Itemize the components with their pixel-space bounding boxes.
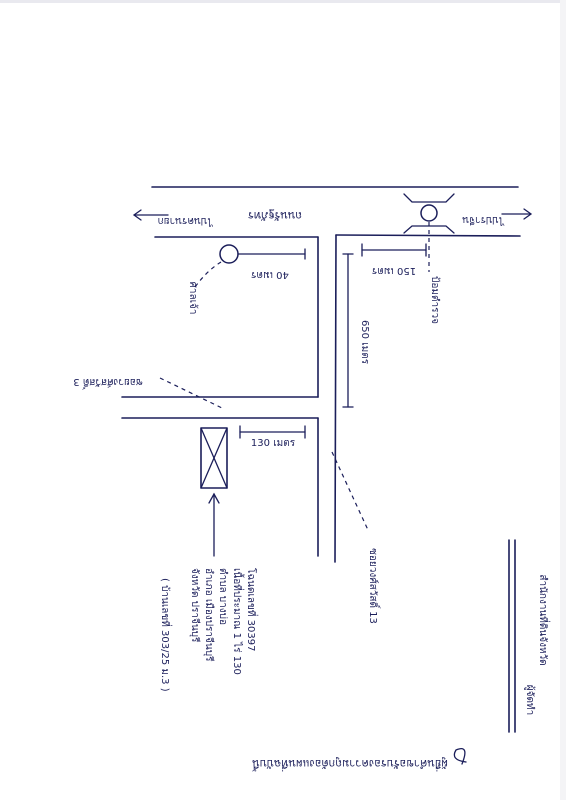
signature-mark — [453, 747, 467, 765]
shrine-leader — [192, 261, 222, 291]
arrow-left-icon — [132, 209, 169, 221]
scan-edge — [0, 0, 566, 3]
plot-pointer-head — [208, 492, 220, 504]
soi-13-label: ซอยวงศ์สวัสดิ์ 13 — [367, 548, 381, 624]
signature-text: ผู้ยื่นคำขอรับรองความถูกต้องแผนที่ฉบับนี… — [252, 757, 448, 772]
police-box-icon — [420, 204, 438, 222]
road-name-label: ถนนรัฐภัทร — [248, 209, 302, 222]
dist-150-label: 150 เมตร — [371, 265, 416, 276]
scan-edge-right — [560, 0, 566, 800]
police-box-mark-top — [403, 193, 455, 203]
to-left-label: ไปนครนายก — [158, 215, 214, 227]
dist-650-label: 650 เมตร — [359, 320, 370, 365]
plot-line-1: โฉนดเลขที่ 30397 — [245, 568, 259, 651]
plot-line-5: จังหวัด ปราจีนบุรี — [189, 568, 201, 643]
dist-130-label: 130 เมตร — [251, 438, 296, 449]
plot-line-3: ตำบล บางบ่อ — [217, 568, 228, 625]
plot-icon — [200, 427, 228, 489]
dist-40-label: 40 เมตร — [250, 269, 288, 280]
to-right-label: ไปปราจีน — [462, 214, 505, 226]
shrine-icon — [219, 244, 239, 264]
plot-line-2: เนื้อที่ประมาณ 1 ไร่ 130 — [231, 568, 245, 675]
frame-label-1: ผู้จัดทำ — [524, 685, 536, 715]
police-label: ป้อมตำรวจ — [429, 276, 441, 324]
shrine-label: ศาลเจ้า — [187, 282, 199, 315]
soi-13-leader — [331, 451, 369, 531]
plot-line-6: ( บ้านเลขที่ 303/25 ม.3 ) — [159, 578, 173, 692]
arrow-right-icon — [501, 208, 533, 220]
side-road-right-edge — [334, 234, 337, 563]
main-road-bottom-edge-right — [335, 234, 521, 237]
plot-description: โฉนดเลขที่ 30397 เนื้อที่ประมาณ 1 ไร่ 13… — [159, 568, 259, 692]
frame-label-2: สำนักงานที่ดินจังหวัด — [537, 574, 551, 665]
soi-3-label: ซอยวงศ์สวัสดิ์ 3 — [73, 376, 142, 390]
plot-line-4: อำเภอ เมืองปราจีนบุรี — [203, 568, 215, 662]
soi-3-leader — [159, 377, 223, 409]
